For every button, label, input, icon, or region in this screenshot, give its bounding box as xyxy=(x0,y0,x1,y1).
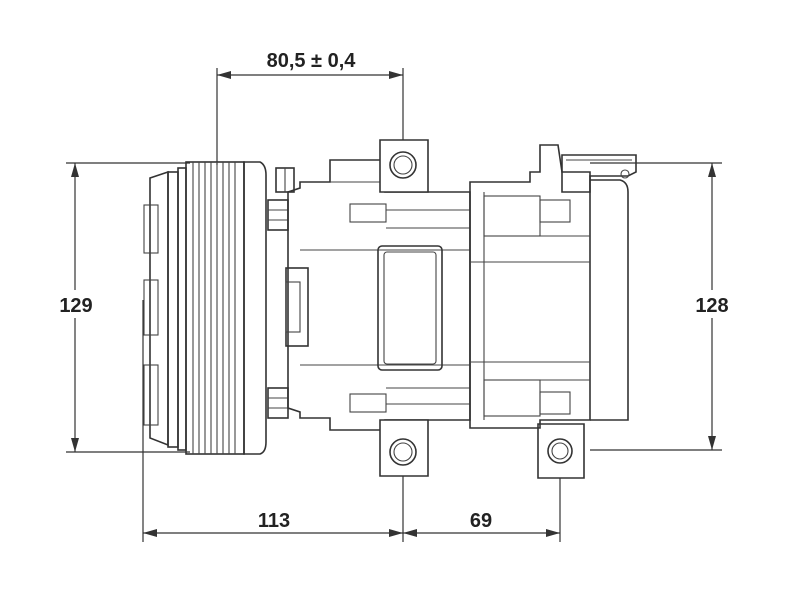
rear-housing xyxy=(469,144,637,429)
mounting-hole-top xyxy=(389,151,417,179)
dimension-label-bottom-left: 113 xyxy=(258,510,290,532)
dimension-label-top: 80,5 ± 0,4 xyxy=(267,50,357,72)
dimension-bottom: 113 69 xyxy=(142,300,561,542)
dimension-label-left: 129 xyxy=(59,295,92,317)
front-housing xyxy=(267,159,471,431)
dimension-top: 80,5 ± 0,4 xyxy=(216,50,404,165)
dimension-label-bottom-right: 69 xyxy=(470,510,492,532)
dimension-left: 129 xyxy=(50,162,190,453)
mounting-hole-bottom-right xyxy=(547,438,573,464)
dimension-right: 128 xyxy=(590,162,738,451)
mounting-hole-bottom-left xyxy=(389,438,417,466)
clutch-pulley xyxy=(143,161,267,455)
dimension-label-right: 128 xyxy=(695,295,728,317)
mounting-ears xyxy=(379,139,585,479)
